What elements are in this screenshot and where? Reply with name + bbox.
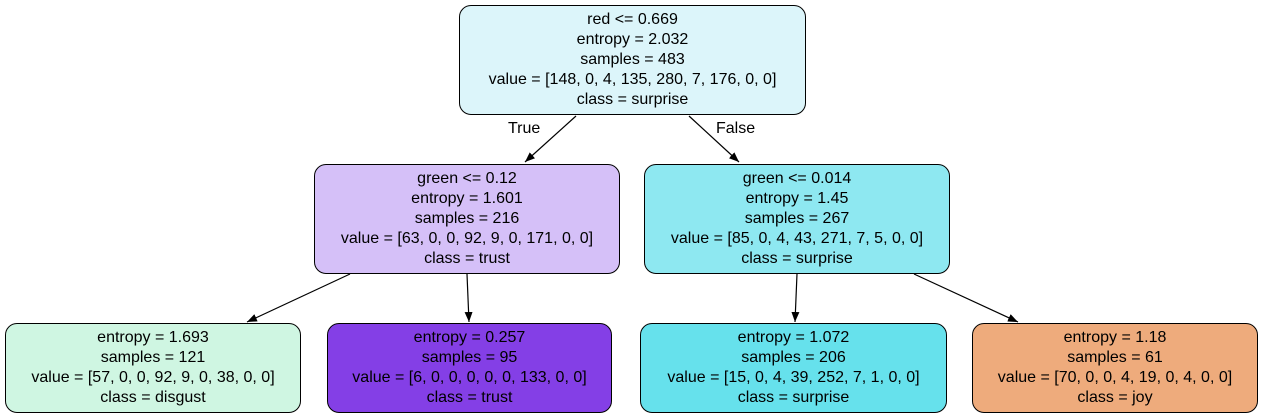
edge-label-true: True [508, 120, 541, 137]
node-text-line: class = surprise [576, 91, 689, 108]
tree-node-n0: red <= 0.669 entropy = 2.032 samples = 483… [459, 5, 806, 115]
node-text-line: class = disgust [100, 389, 206, 406]
node-text-line: value = [15, 0, 4, 39, 252, 7, 1, 0, 0] [667, 369, 920, 386]
edge-n2-n6 [913, 273, 1019, 323]
node-text-line: class = trust [426, 389, 513, 406]
node-text-line: entropy = 0.257 [413, 329, 526, 346]
node-text-line: entropy = 1.601 [411, 190, 523, 207]
node-text-line: value = [63, 0, 0, 92, 9, 0, 171, 0, 0] [340, 230, 594, 247]
tree-node-n6: entropy = 1.18 samples = 61 value = [70, 0… [972, 323, 1258, 413]
tree-node-n1: green <= 0.12 entropy = 1.601 samples = 21… [314, 164, 620, 274]
node-text-line: green <= 0.014 [742, 170, 852, 187]
node-text-line: entropy = 2.032 [576, 31, 689, 48]
node-text-line: class = surprise [741, 250, 853, 267]
node-text-line: value = [85, 0, 4, 43, 271, 7, 5, 0, 0] [670, 230, 924, 247]
tree-node-n3: entropy = 1.693 samples = 121 value = [57,… [5, 323, 301, 413]
edge-n0-n2 [688, 115, 740, 163]
node-text-line: class = surprise [737, 389, 850, 406]
node-text-line: value = [6, 0, 0, 0, 0, 0, 133, 0, 0] [352, 369, 587, 386]
node-text-line: value = [70, 0, 0, 4, 19, 0, 4, 0, 0] [997, 369, 1233, 386]
node-text-line: class = trust [424, 250, 510, 267]
node-text-line: green <= 0.12 [417, 170, 517, 187]
node-text-line: entropy = 1.072 [737, 329, 850, 346]
node-text-line: class = joy [1077, 389, 1153, 406]
edge-label-false: False [716, 120, 756, 137]
edge-n0-n1 [524, 115, 577, 163]
node-text-line: entropy = 1.18 [1063, 329, 1167, 346]
node-text-line: samples = 206 [741, 349, 846, 366]
edge-n1-n3 [246, 273, 351, 323]
tree-node-n5: entropy = 1.072 samples = 206 value = [15,… [640, 323, 947, 413]
tree-node-n4: entropy = 0.257 samples = 95 value = [6, 0… [327, 323, 612, 413]
node-text-line: samples = 216 [414, 210, 520, 227]
node-text-line: entropy = 1.693 [97, 329, 209, 346]
node-text-line: value = [148, 0, 4, 135, 280, 7, 176, 0,… [488, 71, 777, 88]
edge-n2-n5 [791, 273, 800, 323]
node-text-line: samples = 267 [744, 210, 850, 227]
tree-node-n2: green <= 0.014 entropy = 1.45 samples = 26… [644, 164, 950, 274]
node-text-line: samples = 121 [100, 349, 206, 366]
node-text-line: samples = 95 [421, 349, 518, 366]
node-text-line: red <= 0.669 [587, 11, 678, 28]
node-text-line: entropy = 1.45 [745, 190, 849, 207]
node-text-line: samples = 61 [1067, 349, 1163, 366]
node-text-line: value = [57, 0, 0, 92, 9, 0, 38, 0, 0] [31, 369, 275, 386]
node-text-line: samples = 483 [580, 51, 685, 68]
edge-n1-n4 [464, 273, 473, 323]
